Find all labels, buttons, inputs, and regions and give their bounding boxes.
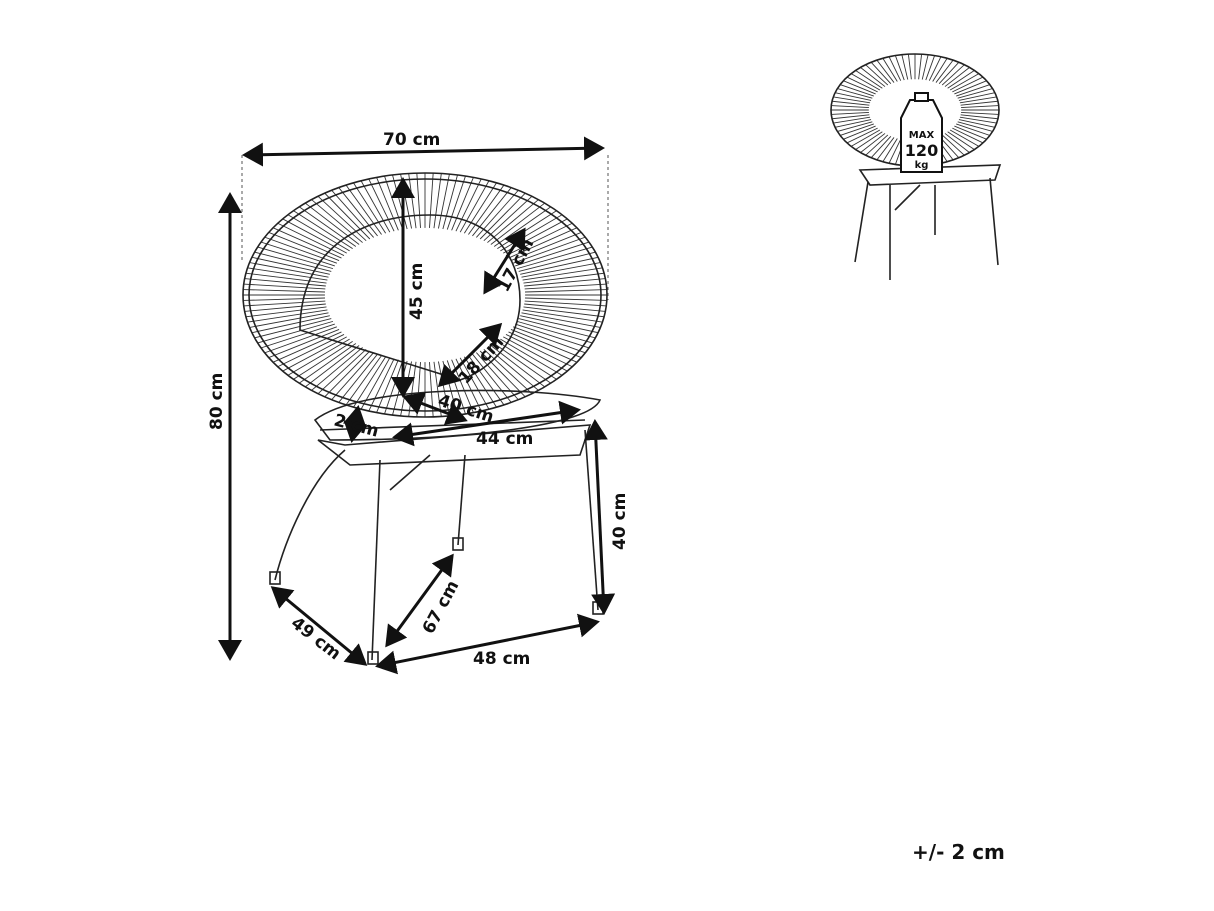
weave-rib — [960, 99, 999, 106]
weave-rib — [524, 297, 607, 302]
weave-rib — [243, 312, 329, 332]
weave-rib — [243, 297, 326, 302]
weave-rib — [831, 104, 869, 109]
weave-rib — [406, 361, 417, 417]
dimension-lines — [218, 136, 616, 675]
weave-rib — [442, 173, 462, 230]
weave-rib — [406, 173, 417, 229]
weave-rib — [243, 288, 326, 293]
weave-rib — [243, 282, 326, 290]
back-height-label: 45 cm — [407, 263, 427, 320]
weave-rib — [961, 104, 999, 109]
weave-rib — [243, 300, 326, 308]
weave-rib — [524, 300, 607, 308]
leg-diagonal-label: 67 cm — [419, 577, 464, 637]
weight-icon: MAX 120 kg — [900, 92, 943, 173]
load-unit: kg — [915, 160, 929, 171]
weave-rib — [521, 312, 607, 332]
height-label: 80 cm — [207, 373, 227, 430]
weave-rib — [524, 288, 607, 293]
weave-rib — [831, 99, 870, 106]
base-width-label: 48 cm — [473, 649, 530, 669]
load-max: MAX — [909, 130, 935, 141]
weave-rib — [429, 173, 435, 228]
seat-depth-label: 40 cm — [435, 391, 496, 428]
weave-rib — [433, 173, 444, 229]
weave-rib — [521, 258, 607, 278]
weave-rib — [397, 173, 413, 229]
load-value: 120 — [905, 141, 938, 160]
weave-rib — [415, 362, 421, 417]
weave-rib — [524, 282, 607, 290]
weave-rib — [831, 114, 870, 121]
seat-height-label: 40 cm — [610, 493, 630, 550]
weave-rib — [961, 111, 999, 116]
weave-rib — [415, 173, 421, 228]
seat-width-label: 44 cm — [476, 429, 533, 449]
weave-rib — [437, 173, 453, 229]
width-label: 70 cm — [383, 130, 440, 150]
tolerance-note: +/- 2 cm — [912, 840, 1005, 864]
chair-thumbnail: MAX 120 kg — [830, 53, 1002, 280]
weave-rib — [243, 258, 329, 278]
seat-thickness-label: 2 cm — [332, 411, 381, 442]
weave-rib — [907, 54, 912, 80]
weave-rib — [918, 54, 923, 80]
weave-rib — [831, 111, 869, 116]
weave-rib — [960, 114, 999, 121]
